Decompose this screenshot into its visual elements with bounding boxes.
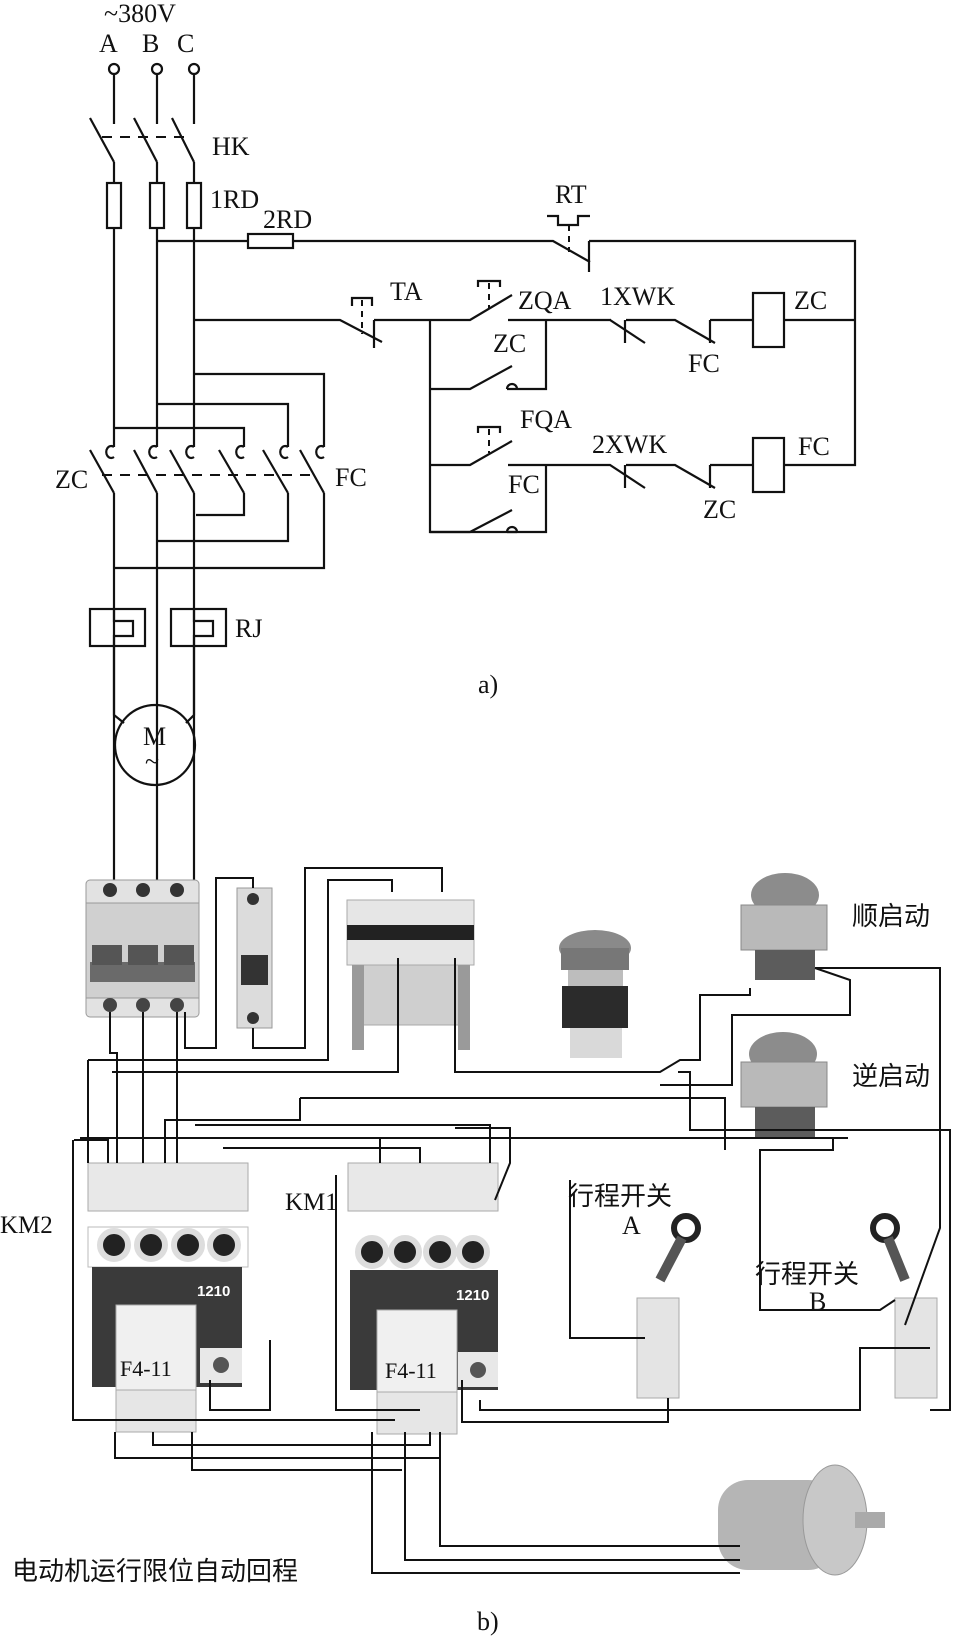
- supply-voltage-label: ~380V: [104, 0, 176, 28]
- three-pole-breaker: [85, 879, 200, 1018]
- km1-model-label: 1210: [456, 1287, 489, 1304]
- motor-label: M: [143, 722, 166, 751]
- knife-switch-hk: [89, 117, 196, 183]
- reverse-start-label: 逆启动: [852, 1062, 930, 1092]
- fc-interlock-label: FC: [688, 349, 720, 378]
- fc-main-label: FC: [335, 463, 367, 492]
- wires: [72, 867, 951, 1574]
- phase-a-label: A: [99, 29, 118, 58]
- limit-switch-b: [870, 1213, 938, 1399]
- fc-coil-label: FC: [798, 432, 830, 461]
- single-pole-breaker: [236, 887, 273, 1029]
- ta-label: TA: [390, 277, 423, 306]
- zc-interlock-label: ZC: [703, 495, 736, 524]
- control-line-c: [194, 318, 383, 343]
- forward-start-label: 顺启动: [852, 902, 930, 932]
- caption-b: b): [477, 1607, 499, 1636]
- control-line-rt: [293, 239, 591, 263]
- thermal-contact-rt: [547, 214, 857, 318]
- thermal-relay-rj: [88, 607, 228, 648]
- zqa-label: ZQA: [518, 286, 572, 315]
- forward-rung: [430, 279, 855, 391]
- limit-switch-b-label: 行程开关: [755, 1260, 859, 1290]
- km1-label: KM1: [285, 1189, 338, 1216]
- km2-model-label: 1210: [197, 1283, 230, 1300]
- fqa-label: FQA: [520, 405, 572, 434]
- hk-label: HK: [212, 132, 250, 161]
- schematic-a: ~380V A B C HK 1RD 2RD: [55, 0, 857, 980]
- contactor-km2: [87, 1162, 249, 1433]
- wiring-title: 电动机运行限位自动回程: [12, 1557, 298, 1587]
- limit-switch-a: [636, 1213, 701, 1399]
- rj-label: RJ: [235, 614, 262, 643]
- phase-c-label: C: [177, 29, 194, 58]
- terminal-a: [107, 62, 121, 76]
- wiring-diagram-b: 顺启动 逆启动 KM2 1210 F4-11: [0, 867, 951, 1636]
- reverse-rung: [430, 318, 857, 534]
- zc-main-label: ZC: [55, 465, 88, 494]
- motor-symbol: [112, 646, 197, 787]
- rt-label: RT: [555, 180, 587, 209]
- main-contactors: [89, 372, 326, 980]
- motor-image: [718, 1464, 885, 1576]
- 1rd-label: 1RD: [210, 185, 259, 214]
- phase-lines: [112, 228, 196, 420]
- motor-ac-label: ~: [145, 747, 159, 776]
- 2xwk-label: 2XWK: [592, 430, 667, 459]
- control-transformer: [346, 899, 475, 1050]
- fc-hold-label: FC: [508, 470, 540, 499]
- supply-leads: [112, 74, 196, 124]
- fuse-2rd: [246, 232, 295, 250]
- 2rd-label: 2RD: [263, 205, 312, 234]
- forward-start-button: [740, 873, 828, 980]
- limit-switch-b-sub: B: [809, 1287, 826, 1316]
- stop-button-ta: [350, 296, 430, 348]
- km2-aux-label: F4-11: [120, 1356, 172, 1381]
- 1xwk-label: 1XWK: [600, 282, 675, 311]
- contactor-km1: [347, 1162, 499, 1435]
- zc-coil-label: ZC: [794, 286, 827, 315]
- reverse-start-button: [740, 1032, 828, 1137]
- terminal-c: [187, 62, 201, 76]
- limit-switch-a-label: 行程开关: [568, 1182, 672, 1212]
- fuses-1rd: [105, 181, 203, 230]
- limit-switch-a-sub: A: [622, 1211, 641, 1240]
- zc-hold-label: ZC: [493, 329, 526, 358]
- km1-aux-label: F4-11: [385, 1358, 437, 1383]
- phase-b-label: B: [142, 29, 159, 58]
- terminal-b: [150, 62, 164, 76]
- km2-label: KM2: [0, 1212, 53, 1239]
- caption-a: a): [478, 670, 498, 699]
- emergency-stop-button: [559, 930, 631, 1058]
